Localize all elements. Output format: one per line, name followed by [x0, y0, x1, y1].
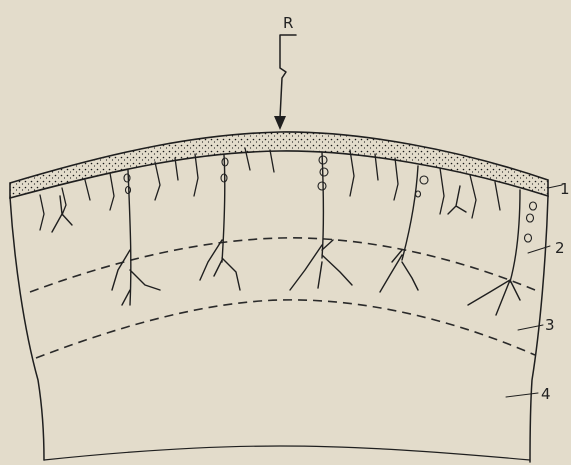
leader-line-2: [528, 246, 550, 253]
label-layer-3: 3: [545, 316, 555, 334]
label-layer-4: 4: [541, 385, 551, 403]
leader-line-4: [506, 393, 538, 397]
force-label: R: [283, 14, 293, 32]
label-layer-1: 1: [560, 180, 570, 198]
force-arrow-head: [274, 116, 286, 130]
force-arrow-shaft: [280, 35, 296, 118]
crust-layer: [10, 132, 548, 198]
dashed-boundary-upper: [30, 238, 535, 292]
label-layer-2: 2: [555, 239, 565, 257]
root-cracks: [52, 152, 520, 315]
body-outline-bottom: [44, 446, 530, 460]
dashed-boundary-lower: [36, 300, 535, 358]
body-outline-left: [10, 197, 44, 460]
